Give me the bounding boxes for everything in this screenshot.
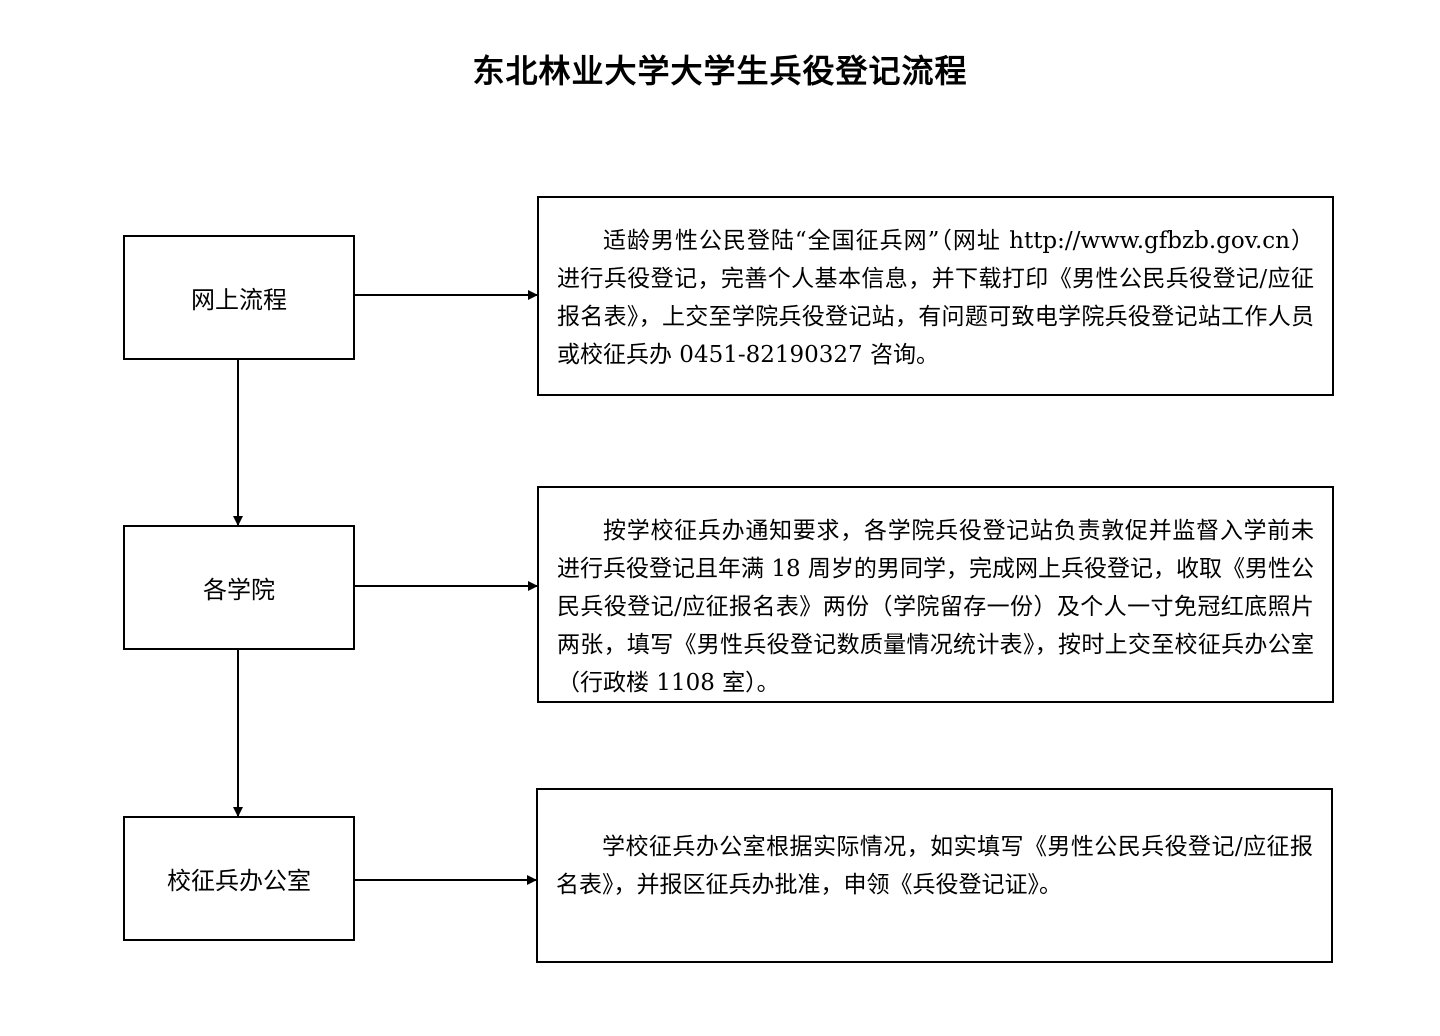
step-recruitment-office-label: 校征兵办公室 (167, 867, 311, 895)
desc-college-text: 按学校征兵办通知要求，各学院兵役登记站负责敦促并监督入学前未进行兵役登记且年满 … (557, 518, 1314, 696)
desc-online-process-text: 适龄男性公民登陆“全国征兵网”（网址 http://www.gfbzb.gov.… (557, 228, 1314, 368)
step-online-process: 网上流程 (123, 235, 355, 360)
desc-recruitment-office-text: 学校征兵办公室根据实际情况，如实填写《男性公民兵役登记/应征报名表》，并报区征兵… (556, 834, 1313, 898)
step-online-process-label: 网上流程 (191, 286, 287, 314)
desc-college: 按学校征兵办通知要求，各学院兵役登记站负责敦促并监督入学前未进行兵役登记且年满 … (537, 486, 1334, 703)
step-college: 各学院 (123, 525, 355, 650)
desc-online-process: 适龄男性公民登陆“全国征兵网”（网址 http://www.gfbzb.gov.… (537, 196, 1334, 396)
desc-recruitment-office: 学校征兵办公室根据实际情况，如实填写《男性公民兵役登记/应征报名表》，并报区征兵… (536, 788, 1333, 963)
step-recruitment-office: 校征兵办公室 (123, 816, 355, 941)
step-college-label: 各学院 (203, 576, 275, 604)
page-title: 东北林业大学大学生兵役登记流程 (472, 52, 968, 90)
